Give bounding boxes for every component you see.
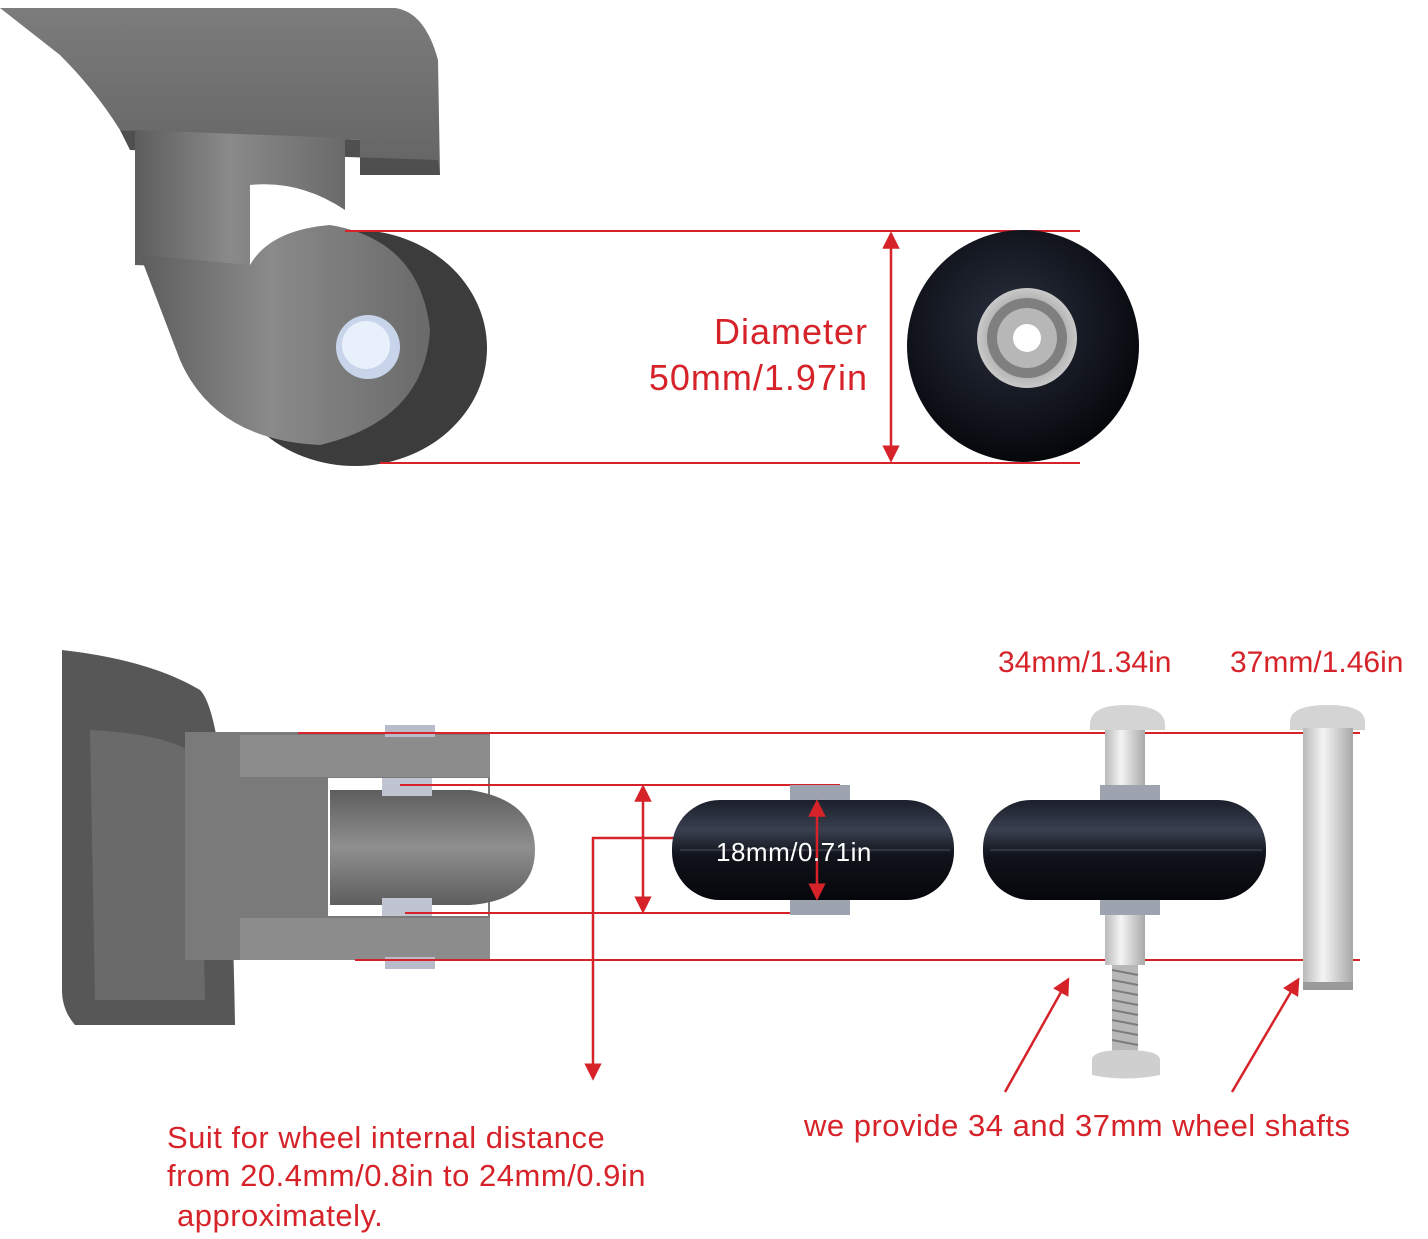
internal-distance-line-3: approximately. <box>177 1198 384 1233</box>
internal-distance-leader <box>584 836 680 1081</box>
caster-housing-side-icon <box>0 8 487 466</box>
shaft-34-length-label: 34mm/1.34in <box>998 646 1172 679</box>
axle-shaft-34-icon <box>1090 705 1165 1079</box>
diameter-value: 50mm/1.97in <box>648 357 868 398</box>
wheel-width-label: 18mm/0.71in <box>716 837 872 867</box>
wheel-front-icon <box>907 230 1139 462</box>
internal-distance-line-1: Suit for wheel internal distance <box>167 1120 606 1155</box>
shaft-37-pointer-arrow <box>1230 977 1300 1093</box>
shaft-37-length-label: 37mm/1.46in <box>1230 646 1404 679</box>
axle-shaft-37-icon <box>1290 705 1365 990</box>
shaft-34-pointer-arrow <box>1003 977 1070 1093</box>
diameter-label: Diameter <box>713 311 868 352</box>
internal-distance-line-2: from 20.4mm/0.8in to 24mm/0.9in <box>167 1158 646 1193</box>
caster-housing-front-icon <box>62 650 535 1025</box>
shafts-provided-note: we provide 34 and 37mm wheel shafts <box>804 1108 1351 1143</box>
wheel-side-icon-2 <box>983 785 1266 915</box>
